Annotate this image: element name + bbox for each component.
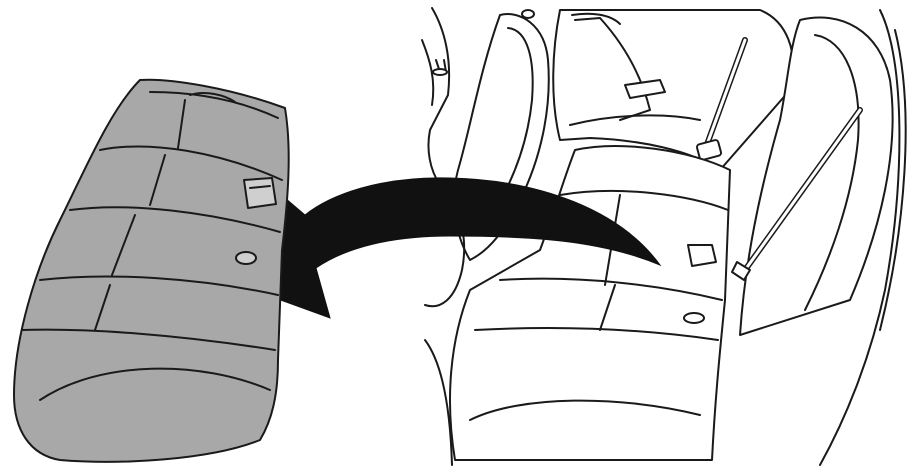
front-seat-edge (422, 40, 433, 105)
removed-rear-seat-cushion (14, 80, 289, 462)
front-headrest-post (522, 10, 534, 18)
cushion-outline (14, 80, 289, 462)
floor-line-left (425, 340, 452, 465)
removed-anchor-lower (236, 252, 256, 264)
door-panel (553, 10, 793, 170)
headrest-post-cap (433, 69, 447, 75)
removed-buckle-upper (244, 178, 276, 208)
installed-buckle (688, 245, 716, 266)
front-seat-outline (428, 8, 449, 185)
installed-anchor (684, 313, 704, 323)
